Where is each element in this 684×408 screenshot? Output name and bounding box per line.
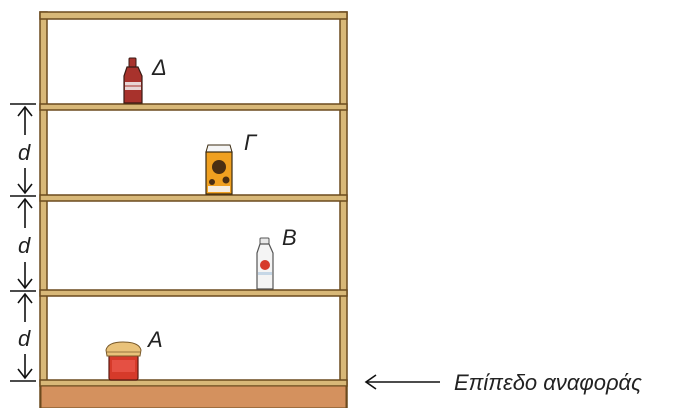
floor-base: [40, 385, 347, 408]
top-board: [39, 11, 348, 20]
spacing-label-3: d: [18, 326, 31, 351]
soda-bottle-icon: [123, 57, 143, 104]
reference-level-label: Επίπεδο αναφοράς: [454, 370, 642, 395]
shelf-board-2: [39, 194, 348, 202]
shelving-unit: [39, 11, 348, 408]
bottom-board: [39, 379, 348, 387]
spacing-dimension: [10, 103, 36, 382]
left-post: [39, 11, 48, 408]
jam-jar-icon: [105, 341, 142, 381]
item-label-b: B: [282, 225, 297, 250]
juice-carton-icon: [205, 144, 233, 195]
spacing-label-2: d: [18, 233, 31, 258]
item-label-d: Δ: [151, 55, 167, 80]
item-label-g: Γ: [244, 130, 258, 155]
shelf-board-1: [39, 289, 348, 297]
spacing-label-1: d: [18, 140, 31, 165]
item-label-a: A: [146, 327, 163, 352]
right-post: [339, 11, 348, 408]
shelf-board-3: [39, 103, 348, 111]
milk-bottle-icon: [256, 237, 274, 290]
reference-arrow: [364, 374, 440, 390]
